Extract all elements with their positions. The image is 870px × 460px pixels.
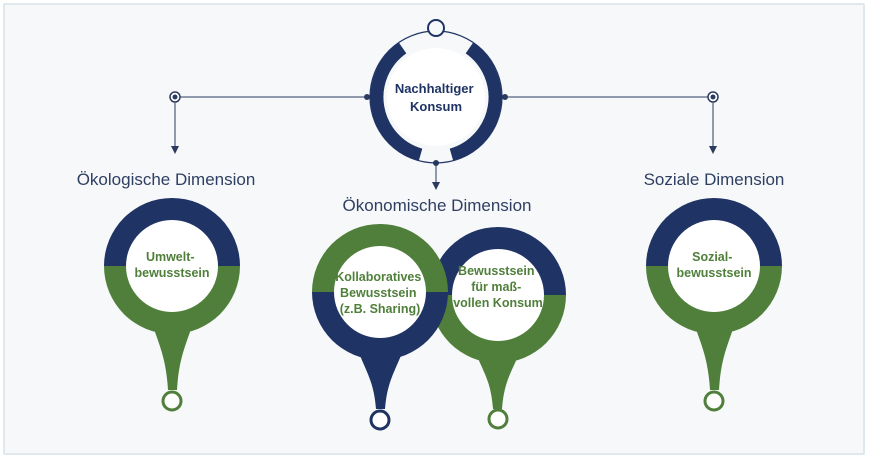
arrow-down-icon — [709, 146, 717, 154]
pin-stem — [359, 353, 402, 409]
connector-dot — [710, 94, 716, 100]
pin-end-circle — [369, 409, 391, 431]
diagram-frame: Nachhaltiger Konsum Ökologische Dimensio… — [3, 3, 865, 455]
central-arc-right — [449, 42, 502, 162]
pin-inner-circle — [334, 246, 426, 338]
pin-inner-circle — [668, 220, 760, 312]
pin-inner-circle — [126, 220, 218, 312]
pin-stem — [694, 323, 735, 390]
label-line: Bewusstsein — [340, 286, 416, 300]
pin-end-circle — [487, 408, 509, 430]
label-line: Kollaboratives — [335, 270, 421, 284]
central-label-line: Nachhaltiger — [395, 81, 474, 96]
connector-dot — [364, 94, 370, 100]
connector-dot — [172, 94, 178, 100]
pin-end-circle — [161, 390, 183, 412]
arrow-down-icon — [171, 146, 179, 154]
label-line: vollen Konsum — [453, 296, 543, 310]
central-label: Nachhaltiger Konsum — [395, 81, 477, 114]
arrow-down-icon — [432, 182, 440, 190]
economic-dimension-title: Ökonomische Dimension — [343, 196, 532, 215]
connector-dots — [169, 91, 719, 166]
sustainability-diagram: Nachhaltiger Konsum Ökologische Dimensio… — [77, 19, 785, 431]
ecological-pin: Umwelt- bewusstsein — [104, 198, 240, 412]
connector-dot — [502, 94, 508, 100]
label-line: bewusstsein — [676, 266, 751, 280]
social-label: Sozial- bewusstsein — [676, 250, 751, 280]
pin-inner-circle — [452, 249, 544, 341]
ecological-dimension-title: Ökologische Dimension — [77, 170, 256, 189]
ecological-label: Umwelt- bewusstsein — [134, 250, 209, 280]
central-node: Nachhaltiger Konsum — [369, 19, 503, 164]
central-label-line: Konsum — [410, 99, 462, 114]
economic-pin-left: Kollaboratives Bewusstsein (z.B. Sharing… — [312, 224, 448, 431]
label-line: Bewusstsein — [458, 264, 534, 278]
label-line: Umwelt- — [146, 250, 195, 264]
economic-right-label: Bewusstsein für maß- vollen Konsum — [453, 264, 543, 310]
social-dimension-title: Soziale Dimension — [644, 170, 785, 189]
label-line: bewusstsein — [134, 266, 209, 280]
arrowheads — [171, 146, 717, 190]
pin-stem — [152, 323, 193, 390]
label-line: Sozial- — [692, 250, 732, 264]
central-inner-circle — [387, 48, 485, 146]
label-line: (z.B. Sharing) — [340, 302, 421, 316]
pin-end-circle — [703, 390, 725, 412]
central-top-handle — [427, 19, 445, 37]
economic-pin-right-face: Bewusstsein für maß- vollen Konsum — [452, 249, 544, 341]
central-arc-left — [370, 42, 423, 162]
connectors — [174, 96, 714, 183]
social-pin: Sozial- bewusstsein — [646, 198, 782, 412]
label-line: für maß- — [471, 280, 521, 294]
pin-stem — [477, 356, 518, 409]
economic-left-label: Kollaboratives Bewusstsein (z.B. Sharing… — [335, 270, 425, 316]
